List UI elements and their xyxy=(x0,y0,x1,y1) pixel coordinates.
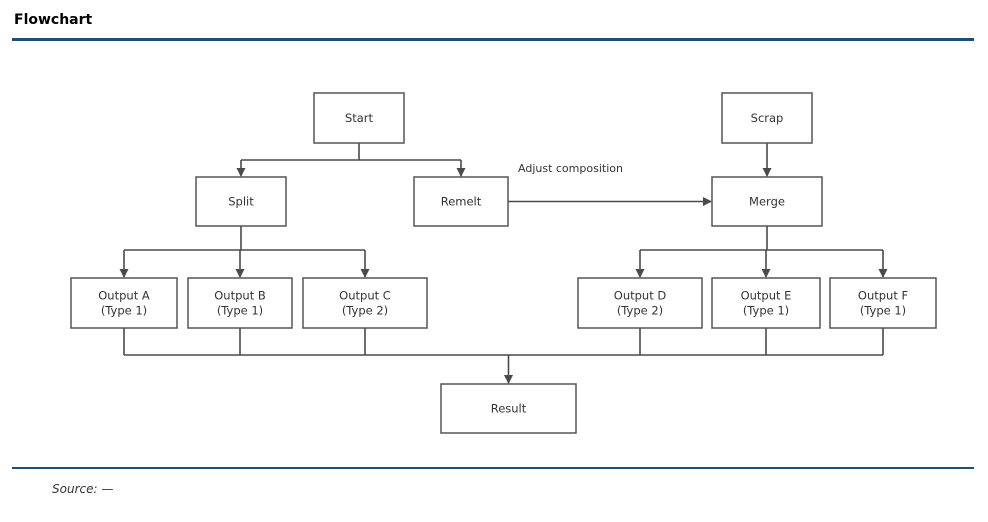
node-label: (Type 1) xyxy=(743,304,789,318)
node-remelt: Remelt xyxy=(413,176,509,227)
node-box xyxy=(711,176,823,227)
arrowhead-remelt-to-merge xyxy=(703,197,712,206)
node-box xyxy=(195,176,287,227)
node-label: (Type 2) xyxy=(617,304,663,318)
node-label: Output B xyxy=(214,289,266,303)
node-split: Split xyxy=(195,176,287,227)
node-box xyxy=(440,383,577,434)
edge-label-background xyxy=(514,159,702,177)
node-right-1: Output D(Type 2) xyxy=(577,277,703,329)
node-box xyxy=(187,277,293,329)
node-box xyxy=(711,277,821,329)
node-label: Output C xyxy=(339,289,391,303)
node-right-3: Output F(Type 1) xyxy=(829,277,937,329)
footer-divider xyxy=(12,467,974,469)
arrowhead-to-right-1 xyxy=(635,269,645,278)
arrowhead-to-left-2 xyxy=(235,269,245,278)
node-label: Remelt xyxy=(441,195,482,209)
node-label: Output A xyxy=(98,289,150,303)
source-note: Source: — xyxy=(52,482,114,496)
node-left-2: Output B(Type 1) xyxy=(187,277,293,329)
arrowhead-to-remelt xyxy=(456,168,466,177)
node-label: (Type 1) xyxy=(217,304,263,318)
arrowhead-to-right-3 xyxy=(878,269,888,278)
node-box xyxy=(70,277,178,329)
node-box xyxy=(721,92,813,144)
node-box xyxy=(577,277,703,329)
page-title: Flowchart xyxy=(14,12,93,28)
node-label: Start xyxy=(345,111,374,125)
node-merge: Merge xyxy=(711,176,823,227)
node-left-3: Output C(Type 2) xyxy=(302,277,428,329)
arrowhead-to-left-3 xyxy=(360,269,370,278)
node-label: (Type 1) xyxy=(860,304,906,318)
node-right-2: Output E(Type 1) xyxy=(711,277,821,329)
node-box xyxy=(302,277,428,329)
arrowhead-to-merge xyxy=(762,168,772,177)
node-label: (Type 2) xyxy=(342,304,388,318)
node-label: Output D xyxy=(614,289,667,303)
node-scrap: Scrap xyxy=(721,92,813,144)
node-box xyxy=(829,277,937,329)
node-label: Scrap xyxy=(751,111,784,125)
arrowhead-to-final xyxy=(504,375,513,384)
connectors xyxy=(119,143,888,384)
arrowhead-to-split xyxy=(236,168,246,177)
node-label: Output F xyxy=(858,289,908,303)
node-label: Result xyxy=(491,402,527,416)
node-label: Split xyxy=(228,195,254,209)
node-box xyxy=(413,176,509,227)
node-final: Result xyxy=(440,383,577,434)
arrowhead-to-left-1 xyxy=(119,269,129,278)
node-label: Merge xyxy=(749,195,785,209)
edge-labels: Adjust composition xyxy=(514,159,702,177)
header-divider xyxy=(12,38,974,41)
node-label: (Type 1) xyxy=(101,304,147,318)
edge-label: Adjust composition xyxy=(518,162,623,175)
node-box xyxy=(313,92,405,144)
node-start: Start xyxy=(313,92,405,144)
node-label: Output E xyxy=(741,289,792,303)
arrowhead-to-right-2 xyxy=(761,269,771,278)
node-left-1: Output A(Type 1) xyxy=(70,277,178,329)
